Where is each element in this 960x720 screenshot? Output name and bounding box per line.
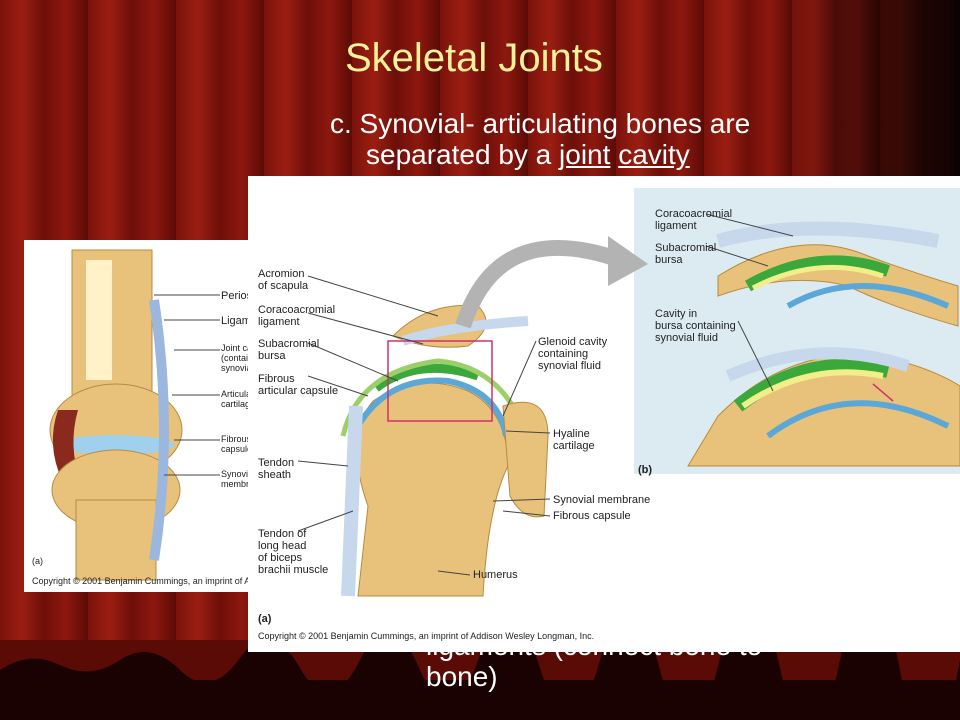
label-synovial-fluid: synovial fluid [538, 360, 601, 372]
shoulder-joint-figure: Acromion of scapula Coracoacromial ligam… [248, 176, 960, 652]
body-tail-line-2: bone) [426, 661, 498, 692]
label-hyaline: Hyaline [553, 428, 590, 440]
main-panel-label: (a) [258, 613, 272, 625]
label-synovial-membrane: Synovial membrane [553, 494, 651, 506]
label-ligament: ligament [258, 316, 300, 328]
label-brachii-muscle: brachii muscle [258, 564, 329, 576]
knee-joint-illustration [49, 249, 220, 581]
knee-label-capsule: capsule [221, 444, 250, 454]
shoulder-joint-illustration [297, 213, 960, 597]
label-of-biceps: of biceps [258, 552, 303, 564]
knee-label-synovial: synovia [221, 363, 250, 373]
label-humerus: Humerus [473, 569, 518, 581]
label-tendon: Tendon [258, 457, 295, 469]
label-coracoacromial: Coracoacromial [258, 304, 336, 316]
slide-body-text: c. Synovial- articulating bones are sepa… [330, 108, 830, 170]
highlight-box [387, 340, 493, 422]
label-containing: containing [538, 348, 589, 360]
knee-joint-figure: Periost Ligame Joint ca (contai synovia … [24, 240, 250, 592]
knee-label-containing: (contai [221, 353, 249, 363]
body-line-2-prefix: separated by a [366, 139, 560, 170]
label-fibrous: Fibrous [258, 373, 295, 385]
knee-label-synovial-membrane: Synovia [221, 469, 250, 479]
body-line-2: separated by a joint cavity [330, 139, 830, 170]
label-articular-capsule: articular capsule [258, 385, 339, 397]
label-subacromial: Subacromial [258, 338, 320, 350]
label-sheath: sheath [258, 469, 292, 481]
body-word-joint: joint [559, 139, 611, 170]
knee-label-ligament: Ligame [221, 315, 250, 327]
label-cartilage: cartilage [553, 440, 595, 452]
main-copyright: Copyright © 2001 Benjamin Cummings, an i… [258, 631, 595, 641]
inset-label-bursa-containing: bursa containing [655, 320, 736, 332]
slide-title: Skeletal Joints [345, 36, 603, 80]
inset-label-coracoacromial: Coracoacromial [655, 208, 733, 220]
knee-label-periosteum: Periost [221, 290, 250, 302]
knee-label-membrane: membr [221, 479, 250, 489]
body-line-1: c. Synovial- articulating bones are [330, 108, 751, 139]
knee-label-articular: Articula [221, 389, 250, 399]
label-fibrous-capsule: Fibrous capsule [553, 510, 631, 522]
inset-label-bursa: bursa [655, 254, 683, 266]
inset-label-cavity-in: Cavity in [655, 308, 698, 320]
knee-label-fibrous: Fibrous [221, 434, 250, 444]
inset-label-synovial-fluid: synovial fluid [655, 332, 718, 344]
knee-label-joint-cavity: Joint ca [221, 343, 250, 353]
inset-panel-label: (b) [638, 464, 653, 476]
knee-label-cartilage: cartilag [221, 399, 250, 409]
label-bursa: bursa [258, 350, 286, 362]
inset-label-ligament: ligament [655, 220, 697, 232]
label-long-head: long head [258, 540, 307, 552]
label-of-scapula: of scapula [258, 280, 309, 292]
label-glenoid-cavity: Glenoid cavity [538, 336, 608, 348]
knee-copyright: Copyright © 2001 Benjamin Cummings, an i… [32, 576, 250, 586]
label-acromion: Acromion [258, 268, 305, 280]
inset-label-subacromial: Subacromial [655, 242, 717, 254]
body-word-cavity: cavity [618, 139, 690, 170]
knee-panel-label: (a) [32, 556, 43, 566]
label-tendon-of: Tendon of [258, 528, 307, 540]
